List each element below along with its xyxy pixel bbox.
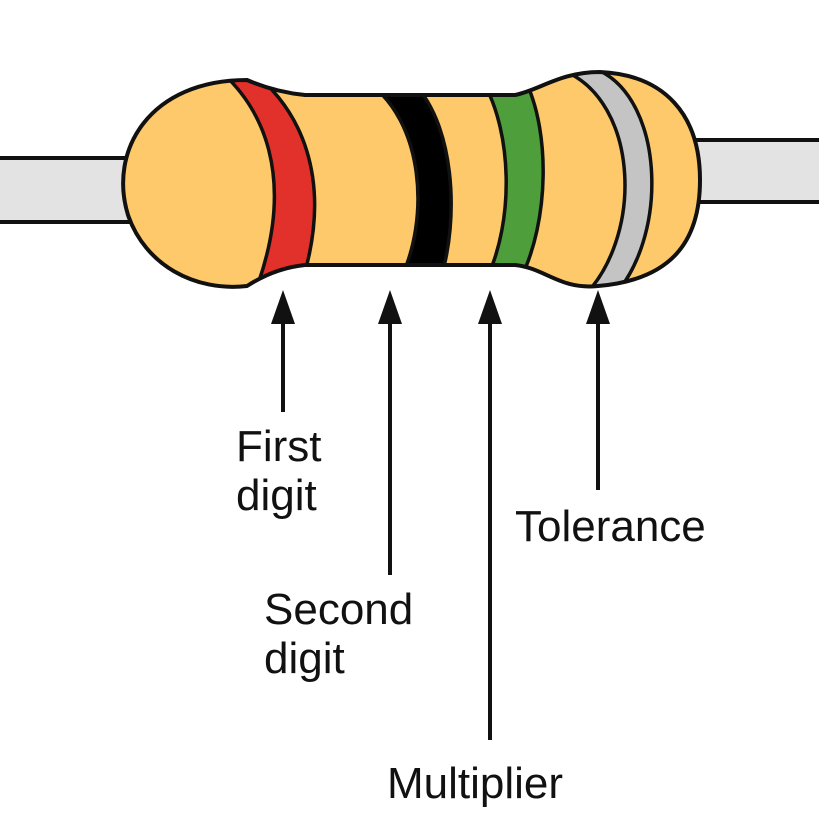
arrow-tolerance	[586, 290, 610, 490]
band-first-digit	[200, 72, 317, 287]
band-tolerance	[561, 72, 654, 287]
label-second-digit: Second digit	[264, 585, 413, 684]
arrow-first-digit	[271, 290, 295, 412]
label-tolerance: Tolerance	[515, 502, 706, 551]
right-lead	[678, 138, 819, 204]
arrow-second-digit	[378, 290, 402, 575]
label-tolerance-text: Tolerance	[515, 502, 706, 551]
label-multiplier: Multiplier	[387, 759, 563, 808]
label-first-digit: First digit	[236, 422, 322, 521]
label-second-digit-line2: digit	[264, 634, 345, 684]
resistor-body-outline	[121, 69, 703, 289]
label-first-digit-line2: digit	[236, 471, 317, 521]
label-multiplier-text: Multiplier	[387, 759, 564, 808]
label-second-digit-line1: Second	[264, 585, 414, 634]
arrow-multiplier	[478, 290, 502, 740]
label-first-digit-line1: First	[236, 422, 322, 471]
